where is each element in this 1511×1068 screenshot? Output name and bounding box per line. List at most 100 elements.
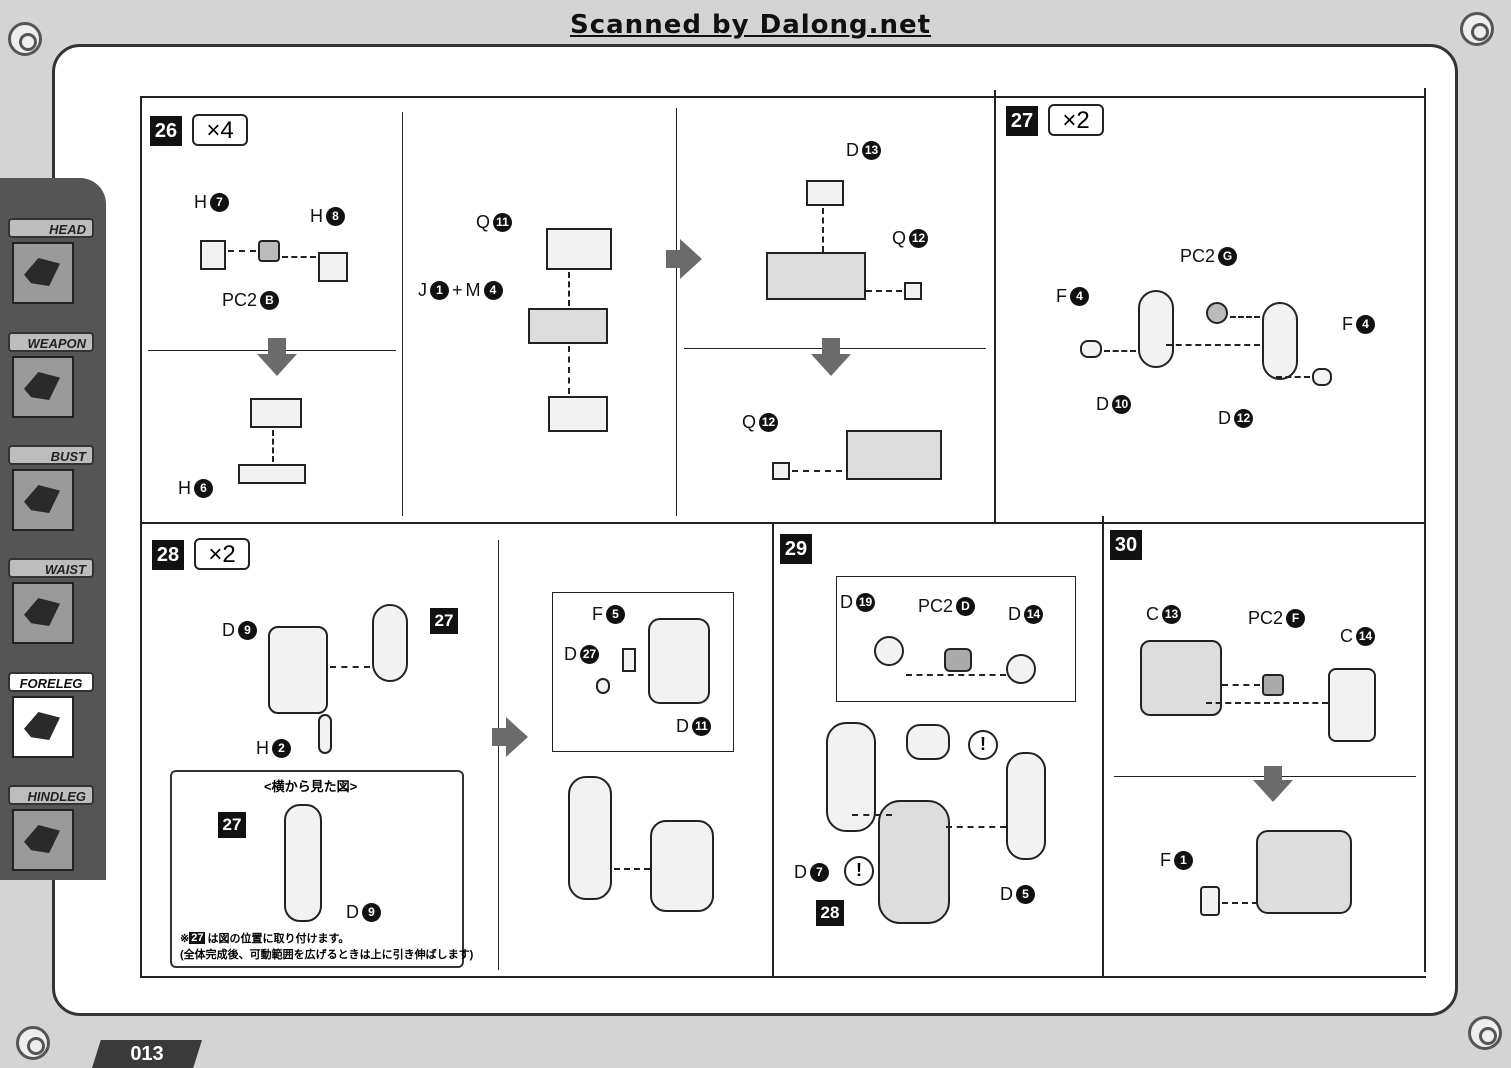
tab-label: WAIST xyxy=(8,558,94,578)
step-reference: 28 xyxy=(816,900,844,926)
part-d9-shape xyxy=(268,626,328,714)
assembly-guide xyxy=(1222,684,1260,686)
assembly-guide xyxy=(272,430,274,462)
assembly-guide xyxy=(1206,702,1328,704)
down-arrow-icon xyxy=(822,338,840,356)
assembly-guide xyxy=(1276,376,1310,378)
assembly-guide xyxy=(228,250,256,252)
part-h2-shape xyxy=(318,714,332,754)
hindleg-thumbnail-icon xyxy=(12,809,74,871)
tab-head[interactable]: HEAD xyxy=(8,218,94,304)
part-d13-shape xyxy=(806,180,844,206)
part-d14-shape xyxy=(1006,654,1036,684)
bust-thumbnail-icon xyxy=(12,469,74,531)
part-m4-shape xyxy=(528,308,608,344)
joint-assembly-shape xyxy=(906,724,950,760)
polycap-shape xyxy=(1262,674,1284,696)
assembly-guide xyxy=(1222,902,1258,904)
tab-waist[interactable]: WAIST xyxy=(8,558,94,644)
down-arrow-icon xyxy=(811,354,851,376)
down-arrow-icon xyxy=(1253,780,1293,802)
panel-divider xyxy=(140,522,1426,524)
part-f1-shape xyxy=(1200,886,1220,916)
panel-border xyxy=(140,96,1424,98)
part-h8-shape xyxy=(318,252,348,282)
note-text: (全体完成後、可動範囲を広げるときは上に引き伸ばします) xyxy=(180,949,474,961)
down-arrow-icon xyxy=(268,338,286,356)
assembled-part-shape xyxy=(250,398,302,428)
tab-label: HEAD xyxy=(8,218,94,238)
quantity-badge: ×2 xyxy=(194,538,250,570)
tab-hindleg[interactable]: HINDLEG xyxy=(8,785,94,871)
tab-label: BUST xyxy=(8,445,94,465)
assembly-guide xyxy=(568,346,570,394)
step-number: 28 xyxy=(152,540,184,570)
assembly-guide xyxy=(1166,344,1260,346)
step-number: 30 xyxy=(1110,530,1142,560)
part-d5-shape xyxy=(1006,752,1046,860)
step-reference: 27 xyxy=(218,812,246,838)
part-d7-shape xyxy=(826,722,876,832)
panel-border xyxy=(140,96,142,978)
assembly-guide xyxy=(866,290,902,292)
tab-foreleg[interactable]: FORELEG xyxy=(8,672,94,758)
part-f4-shape xyxy=(1312,368,1332,386)
panel-divider xyxy=(1102,516,1104,976)
panel-border xyxy=(140,976,1426,978)
assembly-guide xyxy=(1104,350,1136,352)
sub-divider xyxy=(402,112,403,516)
part-q12-shape xyxy=(772,462,790,480)
tab-label: FORELEG xyxy=(8,672,94,692)
panel-divider xyxy=(772,522,774,978)
step-reference: 27 xyxy=(430,608,458,634)
step-number: 27 xyxy=(1006,106,1038,136)
part-c13-shape xyxy=(1140,640,1222,716)
sub-divider xyxy=(676,108,677,516)
claw-assembly-shape xyxy=(846,430,942,480)
tab-label: WEAPON xyxy=(8,332,94,352)
part-q11-shape xyxy=(546,228,612,270)
right-arrow-icon xyxy=(506,717,528,757)
right-arrow-icon xyxy=(680,239,702,279)
quantity-badge: ×4 xyxy=(192,114,248,146)
assembled-part-shape xyxy=(548,396,608,432)
tab-weapon[interactable]: WEAPON xyxy=(8,332,94,418)
scan-watermark: Scanned by Dalong.net xyxy=(570,10,932,40)
assembly-guide xyxy=(946,826,1006,828)
page-number: 013 xyxy=(92,1040,202,1068)
caution-icon: ! xyxy=(844,856,874,886)
leg-assembly-shape xyxy=(878,800,950,924)
quantity-badge: ×2 xyxy=(1048,104,1104,136)
tab-bust[interactable]: BUST xyxy=(8,445,94,531)
down-arrow-icon xyxy=(1264,766,1282,782)
corner-emblem-icon xyxy=(1460,12,1494,46)
part-h7-shape xyxy=(200,240,226,270)
assembly-guide xyxy=(614,868,650,870)
foreleg-thumbnail-icon xyxy=(12,696,74,758)
head-thumbnail-icon xyxy=(12,242,74,304)
corner-emblem-icon xyxy=(16,1026,50,1060)
polycap-shape xyxy=(944,648,972,672)
